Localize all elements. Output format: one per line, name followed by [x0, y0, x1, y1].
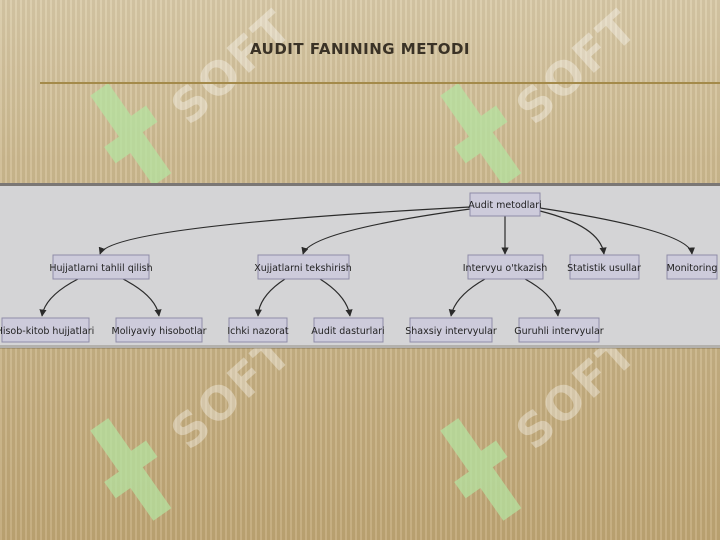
edge-hujjatlarni-hisob — [39, 278, 79, 317]
node-ichki-nazorat: Ichki nazorat — [227, 317, 289, 343]
node-shaxsiy: Shaxsiy intervyular — [405, 317, 497, 343]
node-audit-dasturlari: Audit dasturlari — [311, 317, 385, 343]
node-xujjatlarni-tekshirish: Xujjatlarni tekshirish — [254, 254, 352, 280]
svg-text:Moliyaviy hisobotlar: Moliyaviy hisobotlar — [112, 326, 207, 337]
svg-text:Audit metodlari: Audit metodlari — [468, 200, 542, 211]
edge-root-statistik — [539, 210, 607, 255]
node-guruhli: Guruhli intervyular — [514, 317, 604, 343]
node-hisob-kitob: Hisob-kitob hujjatlari — [0, 317, 94, 343]
svg-text:Ichki nazorat: Ichki nazorat — [227, 326, 289, 337]
edge-intervyu-shaxsiy — [448, 278, 486, 317]
svg-text:Guruhli intervyular: Guruhli intervyular — [514, 326, 603, 337]
svg-text:Shaxsiy intervyular: Shaxsiy intervyular — [405, 326, 497, 337]
svg-text:Hisob-kitob hujjatlari: Hisob-kitob hujjatlari — [0, 326, 94, 337]
edge-root-hujjatlarni — [98, 206, 471, 255]
edge-root-xujjatlarni — [301, 208, 471, 255]
title-divider — [40, 82, 720, 84]
node-statistik: Statistik usullar — [567, 254, 641, 280]
node-hujjatlarni-tahlil: Hujjatlarni tahlil qilish — [49, 254, 153, 280]
edge-intervyu-guruhli — [524, 278, 561, 317]
edge-hujjatlarni-moliyaviy — [122, 278, 162, 317]
node-root: Audit metodlari — [468, 192, 542, 217]
band-shadow — [0, 345, 720, 349]
audit-methods-diagram: Audit metodlari Hujjatlarni tahlil qilis… — [0, 192, 718, 343]
svg-text:Monitoring: Monitoring — [667, 263, 718, 274]
svg-text:Intervyu o'tkazish: Intervyu o'tkazish — [463, 263, 547, 274]
edge-xujjatlarni-audit — [319, 278, 353, 317]
node-moliyaviy: Moliyaviy hisobotlar — [112, 317, 207, 343]
node-intervyu: Intervyu o'tkazish — [463, 254, 547, 280]
node-monitoring: Monitoring — [666, 254, 718, 280]
svg-text:Hujjatlarni tahlil qilish: Hujjatlarni tahlil qilish — [49, 263, 152, 274]
slide-title: AUDIT FANINING METODI — [250, 40, 470, 58]
edge-root-monitoring — [539, 207, 696, 255]
svg-text:Audit dasturlari: Audit dasturlari — [311, 326, 384, 337]
svg-text:Statistik usullar: Statistik usullar — [567, 263, 641, 274]
svg-text:Xujjatlarni tekshirish: Xujjatlarni tekshirish — [254, 263, 351, 274]
edge-xujjatlarni-ichki — [254, 278, 286, 317]
